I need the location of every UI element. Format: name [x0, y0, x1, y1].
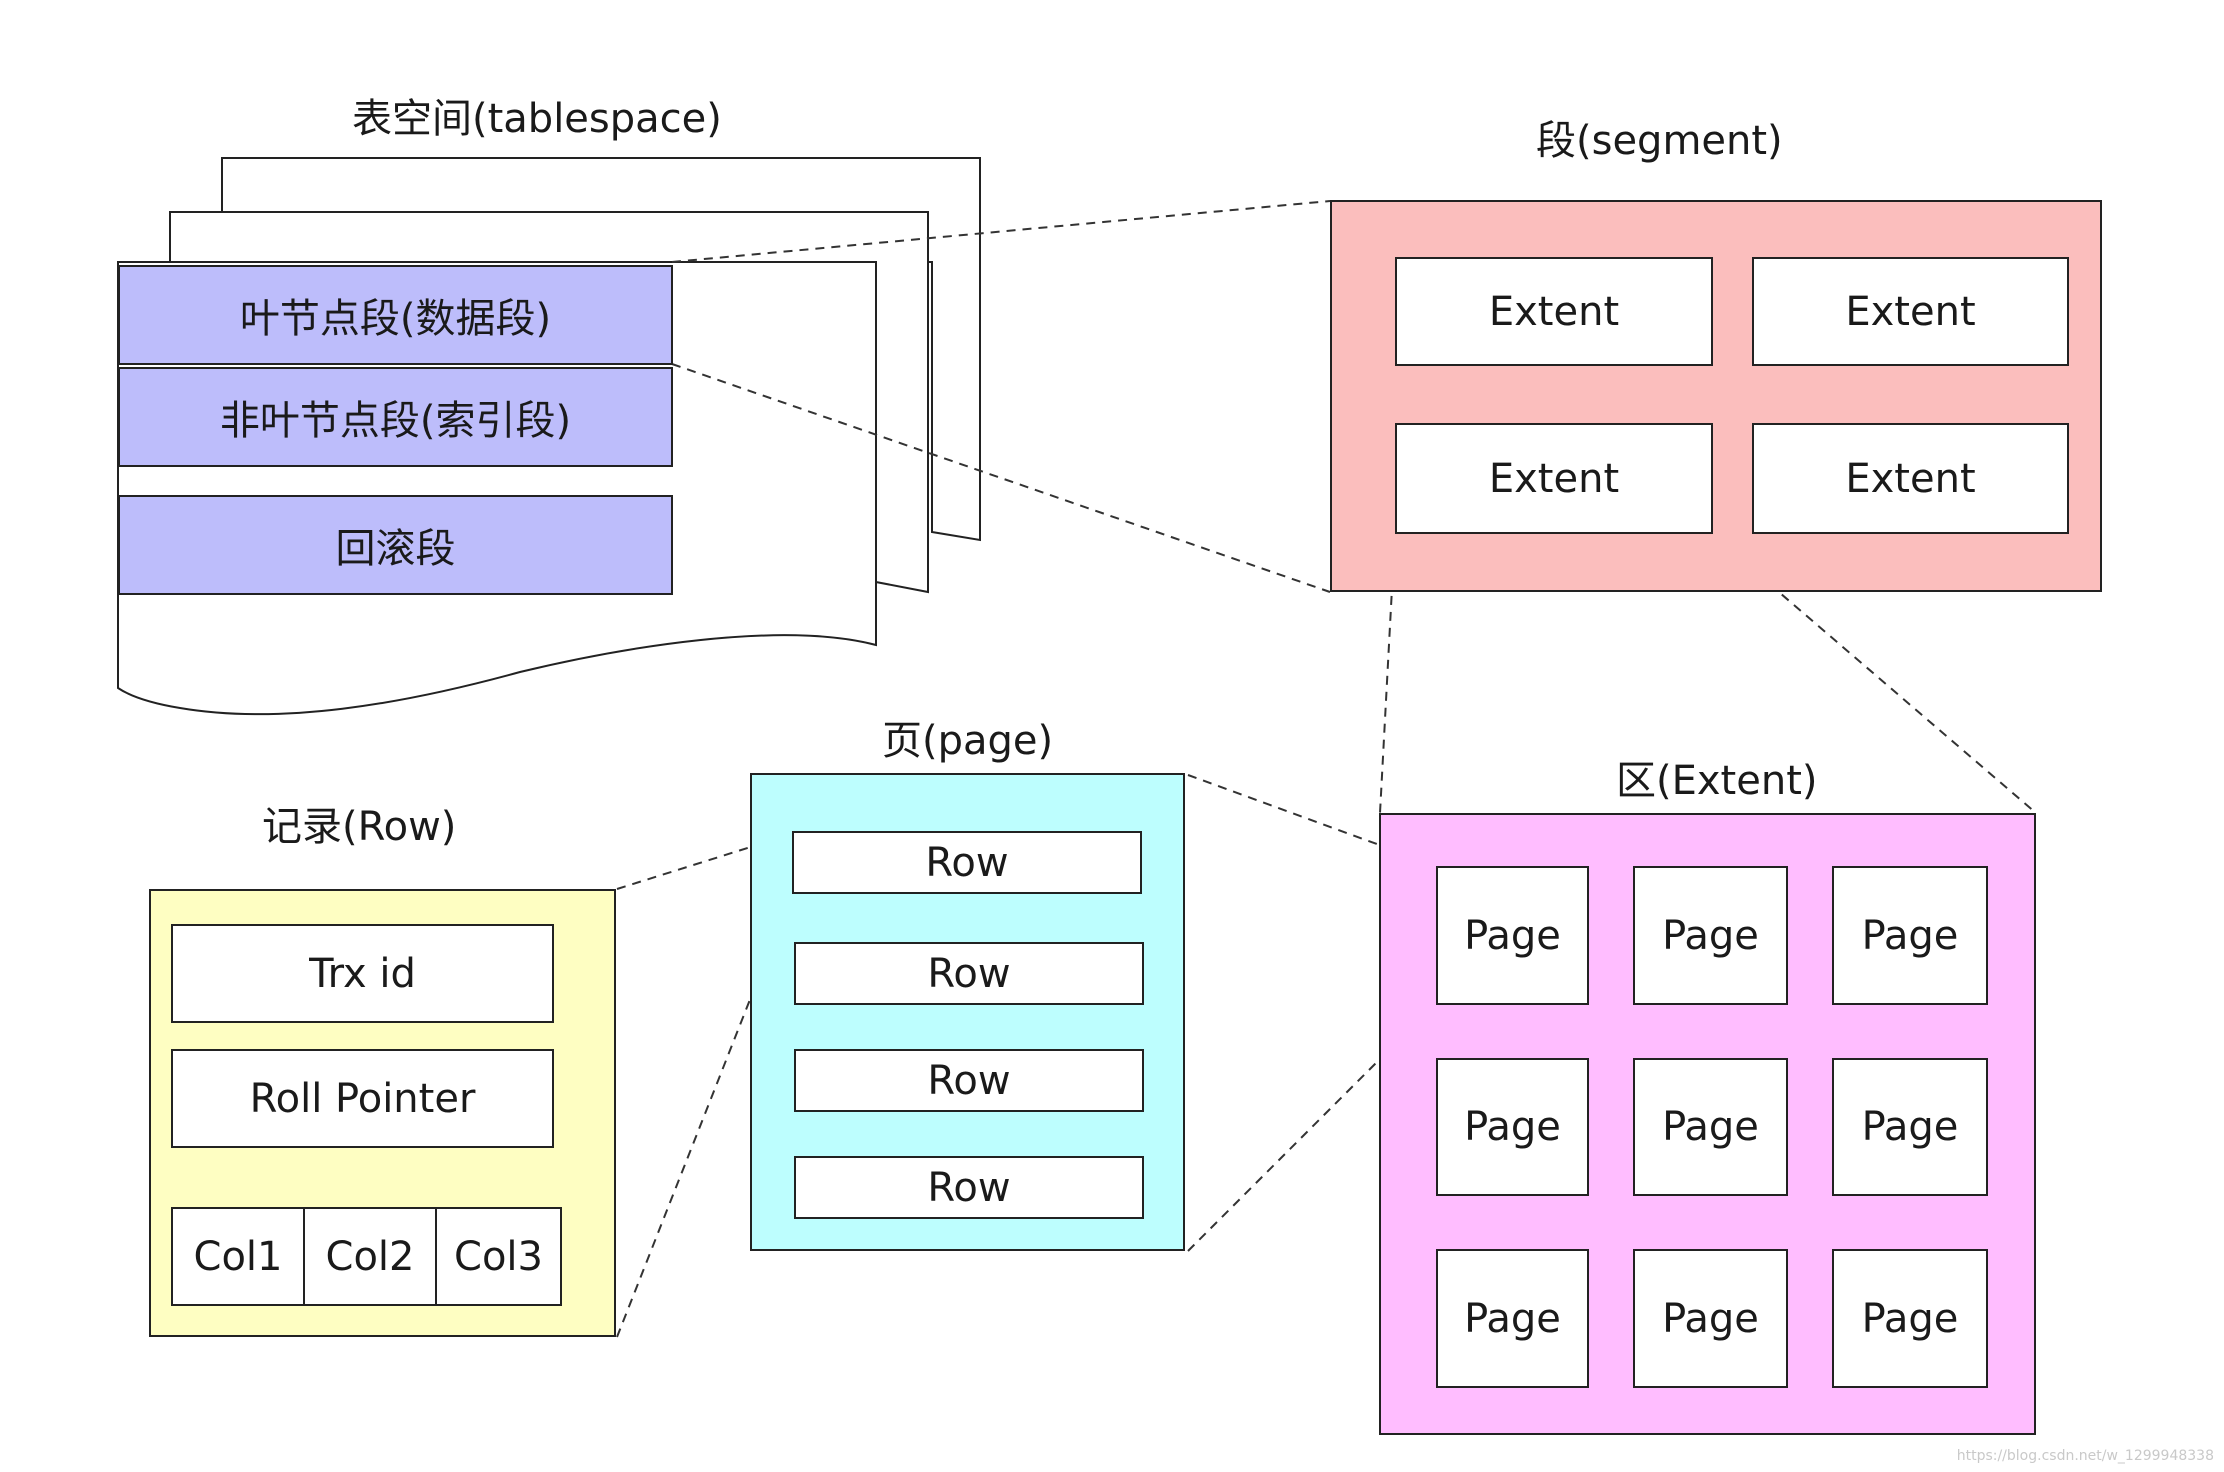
tablespace-title: 表空间(tablespace) [352, 96, 722, 142]
extent-page: Page [1436, 866, 1589, 1005]
extent-box: Page Page Page Page Page Page Page Page … [1379, 813, 2036, 1435]
connector-page-to-pagebox-top [1187, 774, 1438, 867]
extent-title: 区(Extent) [1616, 758, 1818, 804]
tablespace-segment-rollback: 回滚段 [118, 495, 673, 595]
tablespace-segment-leaf: 叶节点段(数据段) [118, 265, 673, 365]
row-trx-id-field: Trx id [171, 924, 554, 1023]
row-column-cell: Col3 [435, 1207, 562, 1306]
connector-tablespace-to-segment-top [671, 200, 1331, 263]
page-row: Row [794, 1049, 1144, 1112]
extent-page: Page [1633, 1249, 1788, 1388]
row-box: Trx id Roll Pointer Col1 Col2 Col3 [149, 889, 616, 1337]
page-title: 页(page) [882, 718, 1054, 764]
extent-page: Page [1633, 1058, 1788, 1196]
page-row: Row [794, 1156, 1144, 1219]
segment-title: 段(segment) [1536, 118, 1783, 164]
segment-box: Extent Extent Extent Extent [1330, 200, 2102, 592]
connector-tablespace-to-segment-bottom [671, 363, 1331, 593]
extent-page: Page [1436, 1058, 1589, 1196]
extent-page: Page [1832, 1249, 1988, 1388]
row-roll-pointer-field: Roll Pointer [171, 1049, 554, 1148]
watermark: https://blog.csdn.net/w_1299948338 [1956, 1448, 2214, 1464]
tablespace-segment-nonleaf: 非叶节点段(索引段) [118, 367, 673, 467]
row-column-cell: Col2 [303, 1207, 437, 1306]
segment-extent: Extent [1395, 257, 1713, 366]
extent-page: Page [1832, 1058, 1988, 1196]
extent-page: Page [1633, 866, 1788, 1005]
segment-extent: Extent [1752, 257, 2069, 366]
row-column-cell: Col1 [171, 1207, 305, 1306]
row-title: 记录(Row) [262, 804, 457, 850]
segment-extent: Extent [1395, 423, 1713, 534]
extent-page: Page [1436, 1249, 1589, 1388]
page-row: Row [794, 942, 1144, 1005]
page-row: Row [792, 831, 1142, 894]
segment-extent: Extent [1752, 423, 2069, 534]
extent-page: Page [1832, 866, 1988, 1005]
page-box: Row Row Row Row [750, 773, 1185, 1251]
